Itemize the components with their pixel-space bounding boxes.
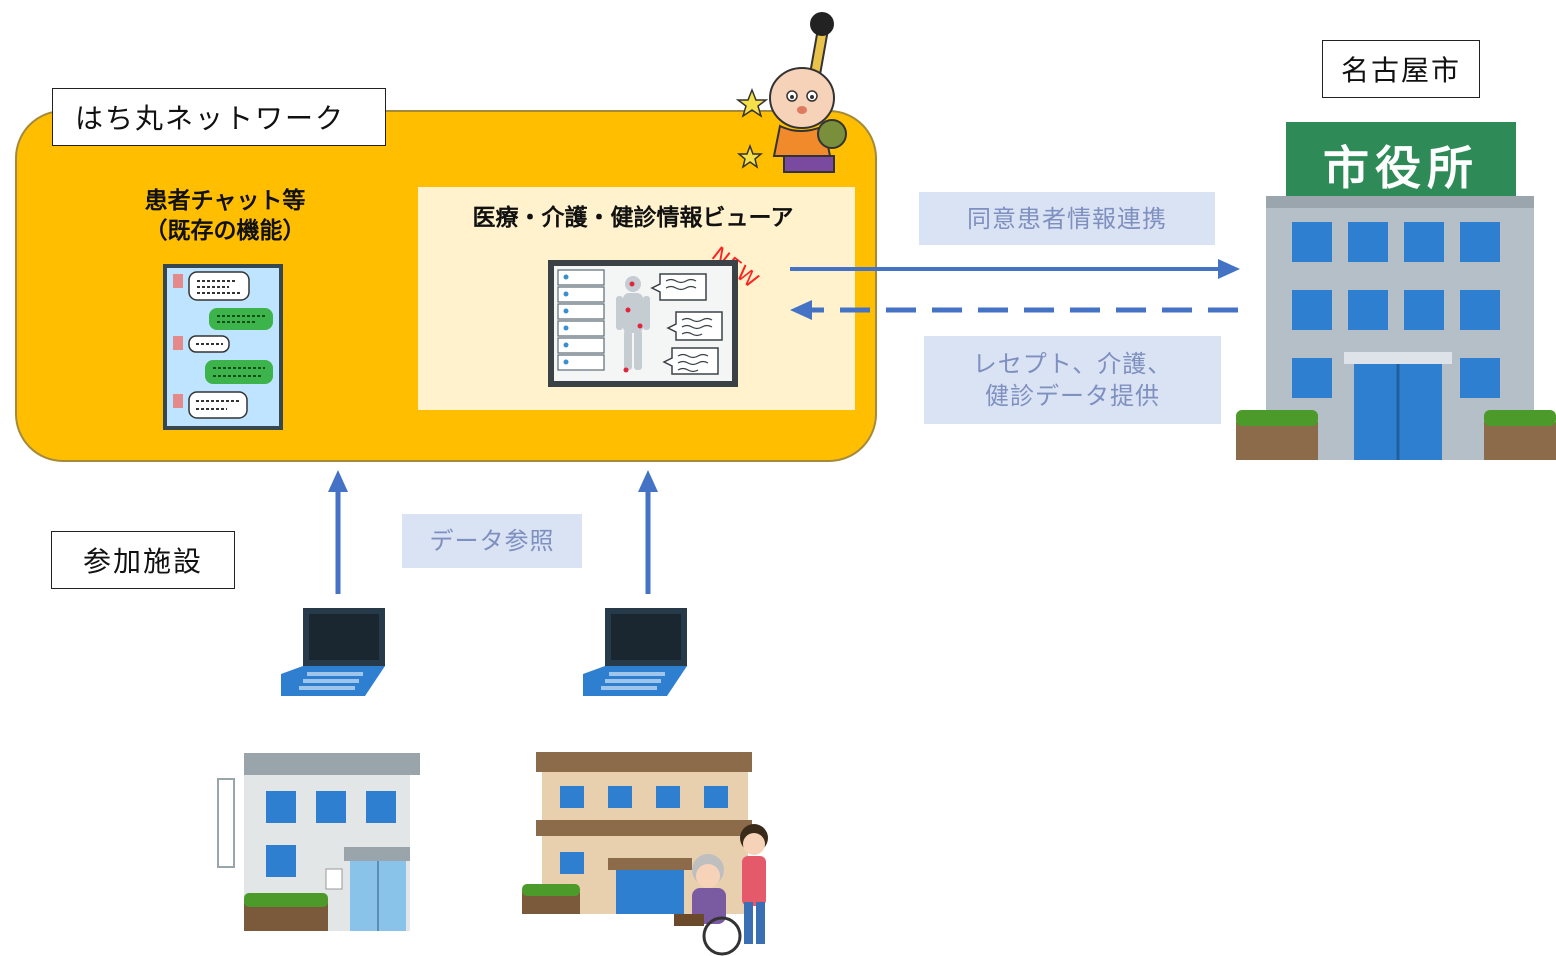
network-title-text: はち丸ネットワーク — [75, 102, 346, 135]
label-data-provision: レセプト、介護、 健診データ提供 — [924, 336, 1221, 424]
label-data-provision-line1: レセプト、介護、 — [972, 350, 1173, 378]
chat-title-line1: 患者チャット等 — [144, 188, 306, 214]
facilities-label: 参加施設 — [51, 531, 235, 589]
care-facility-building — [522, 752, 768, 956]
medical-viewer-screen-icon — [548, 260, 738, 387]
city-label: 名古屋市 — [1322, 40, 1480, 98]
city-hall-sign: 市役所 — [1323, 141, 1479, 195]
chat-feature-title: 患者チャット等 （既存の機能） — [110, 186, 340, 246]
label-consented-patient-info: 同意患者情報連携 — [919, 192, 1215, 245]
arrow-up-right-head — [638, 470, 658, 492]
label-data-reference-text: データ参照 — [429, 527, 555, 555]
city-hall-building — [1236, 122, 1556, 460]
arrow-to-city-head — [1218, 259, 1240, 279]
facilities-label-text: 参加施設 — [82, 545, 203, 578]
chat-title-line2: （既存の機能） — [144, 218, 306, 244]
clinic-building — [217, 753, 420, 931]
laptop-icon-right — [583, 608, 687, 696]
arrow-up-left-head — [328, 470, 348, 492]
chat-screen-icon — [163, 264, 283, 430]
label-data-reference: データ参照 — [402, 514, 582, 568]
arrow-from-city-head — [790, 300, 812, 320]
network-title: はち丸ネットワーク — [52, 88, 386, 146]
mascot-character — [735, 12, 847, 173]
label-data-provision-line2: 健診データ提供 — [985, 382, 1160, 410]
viewer-title: 医療・介護・健診情報ビューア — [472, 205, 794, 231]
label-consented-patient-info-text: 同意患者情報連携 — [967, 204, 1167, 233]
laptop-icon-left — [281, 608, 385, 696]
city-label-text: 名古屋市 — [1340, 54, 1461, 87]
